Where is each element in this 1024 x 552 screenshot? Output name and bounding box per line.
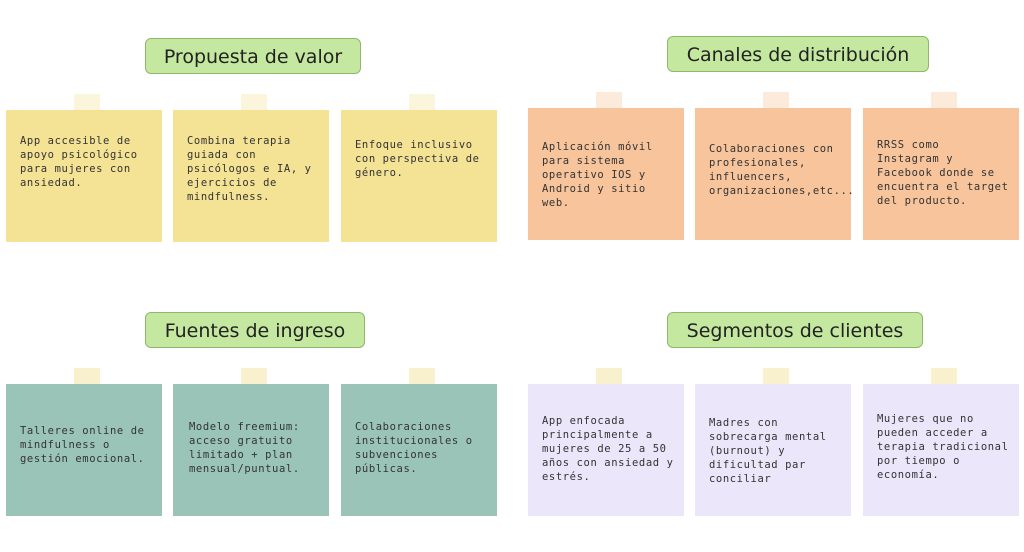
- tape: [596, 92, 622, 108]
- tape: [241, 94, 267, 110]
- note-text: RRSS como Instagram y Facebook donde se …: [877, 139, 1009, 207]
- note-propuesta-1: App accesible de apoyo psicológico para …: [6, 94, 162, 242]
- note-text: Aplicación móvil para sistema operativo …: [542, 141, 653, 209]
- note-segmentos-2: Madres con sobrecarga mental (burnout) y…: [695, 368, 851, 516]
- tape: [931, 92, 957, 108]
- tape: [241, 368, 267, 384]
- tape: [596, 368, 622, 384]
- tape: [409, 94, 435, 110]
- note-text: App accesible de apoyo psicológico para …: [20, 135, 138, 189]
- title-fuentes-de-ingreso: Fuentes de ingreso: [145, 312, 365, 348]
- note-canales-2: Colaboraciones con profesionales, influe…: [695, 92, 855, 240]
- title-propuesta-de-valor: Propuesta de valor: [145, 38, 361, 74]
- tape: [74, 368, 100, 384]
- tape: [931, 368, 957, 384]
- note-text: Mujeres que no pueden acceder a terapia …: [877, 413, 1009, 481]
- note-text: Madres con sobrecarga mental (burnout) y…: [709, 417, 827, 485]
- note-fuentes-3: Colaboraciones institucionales o subvenc…: [341, 368, 497, 516]
- note-propuesta-3: Enfoque inclusivo con perspectiva de gén…: [341, 94, 497, 242]
- note-fuentes-1: Talleres online de mindfulness o gestión…: [6, 368, 162, 516]
- tape: [763, 92, 789, 108]
- note-canales-3: RRSS como Instagram y Facebook donde se …: [863, 92, 1019, 240]
- tape: [74, 94, 100, 110]
- note-text: Talleres online de mindfulness o gestión…: [20, 425, 145, 465]
- title-canales-de-distribucion: Canales de distribución: [667, 36, 929, 72]
- note-propuesta-2: Combina terapia guiada con psicólogos e …: [173, 94, 329, 242]
- note-segmentos-3: Mujeres que no pueden acceder a terapia …: [863, 368, 1019, 516]
- note-text: App enfocada principalmente a mujeres de…: [542, 415, 674, 483]
- tape: [409, 368, 435, 384]
- note-segmentos-1: App enfocada principalmente a mujeres de…: [528, 368, 684, 516]
- note-fuentes-2: Modelo freemium: acceso gratuito limitad…: [173, 368, 329, 516]
- note-text: Enfoque inclusivo con perspectiva de gén…: [355, 139, 480, 179]
- title-segmentos-de-clientes: Segmentos de clientes: [667, 312, 923, 348]
- note-text: Modelo freemium: acceso gratuito limitad…: [189, 421, 300, 475]
- tape: [763, 368, 789, 384]
- note-text: Colaboraciones con profesionales, influe…: [709, 143, 855, 197]
- note-text: Combina terapia guiada con psicólogos e …: [187, 135, 312, 203]
- note-canales-1: Aplicación móvil para sistema operativo …: [528, 92, 684, 240]
- note-text: Colaboraciones institucionales o subvenc…: [355, 421, 473, 475]
